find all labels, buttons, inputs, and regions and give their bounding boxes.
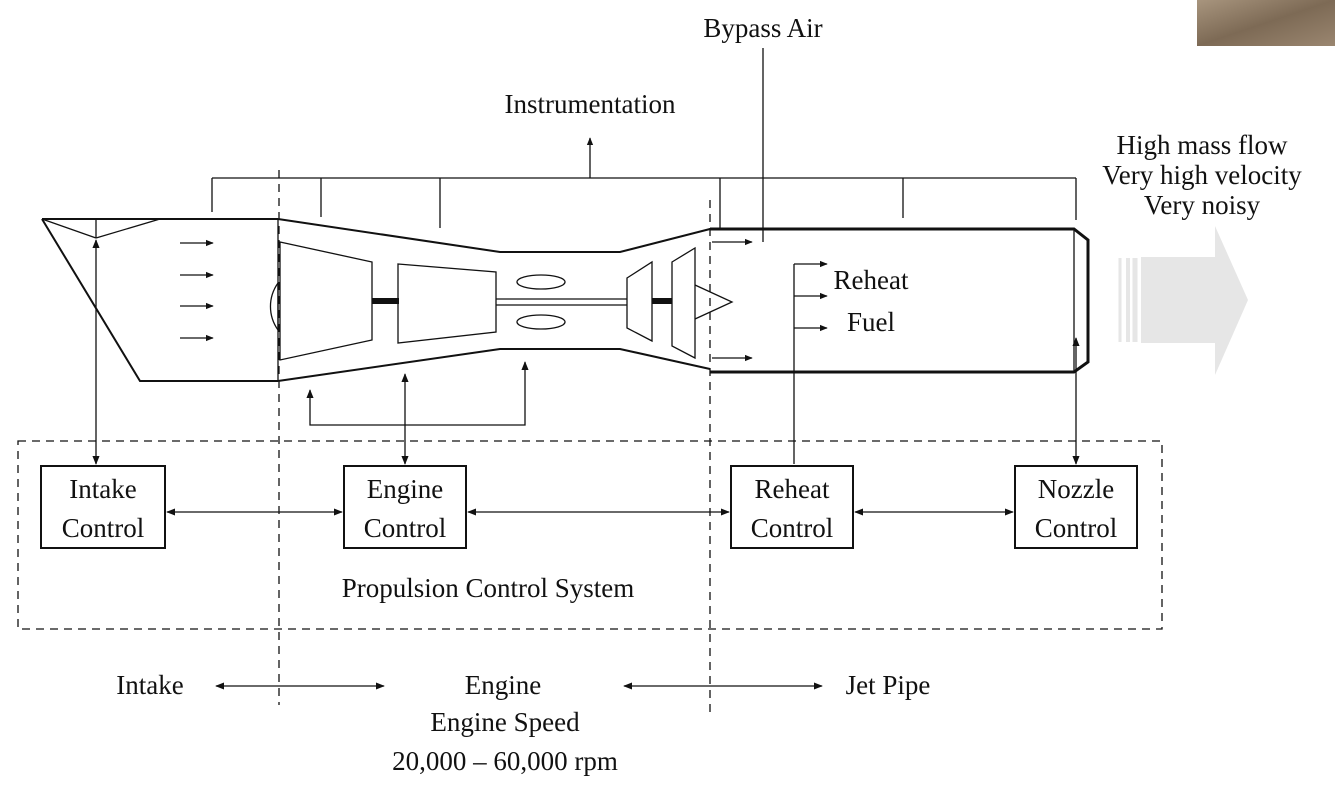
intake-duct-outline [42, 219, 278, 381]
instrumentation-bracket [212, 138, 1076, 230]
region-intake-label: Intake [116, 670, 183, 700]
nozzle-control-line1: Nozzle [1038, 474, 1114, 504]
intake-control-line2: Control [62, 513, 145, 543]
instrumentation-label: Instrumentation [505, 89, 676, 119]
engine-control-line2: Control [364, 513, 447, 543]
exhaust-note-line3: Very noisy [1144, 190, 1261, 220]
engine-control-line1: Engine [367, 474, 443, 504]
bypass-flow-arrows [712, 242, 752, 358]
nozzle-control-line2: Control [1035, 513, 1118, 543]
reheat-control-line1: Reheat [755, 474, 830, 504]
exhaust-flow-arrow [1120, 226, 1248, 375]
reheat-control-line2: Control [751, 513, 834, 543]
engine-core-outline [278, 219, 732, 381]
reheat-fuel-injectors [794, 264, 827, 460]
region-jet-pipe-label: Jet Pipe [846, 670, 931, 700]
engine-speed-label: Engine Speed [430, 707, 580, 737]
reheat-fuel-label-line1: Reheat [834, 265, 909, 295]
intake-flow-arrows [180, 243, 213, 338]
exhaust-note-line2: Very high velocity [1102, 160, 1302, 190]
engine-speed-range-label: 20,000 – 60,000 rpm [392, 746, 618, 776]
nozzle-control-box: Nozzle Control [1015, 466, 1137, 548]
reheat-fuel-label-line2: Fuel [847, 307, 895, 337]
region-engine-label: Engine [465, 670, 541, 700]
bypass-air-label: Bypass Air [703, 13, 822, 43]
intake-control-line1: Intake [69, 474, 136, 504]
photo-corner-image [1197, 0, 1335, 46]
control-to-engine-links [96, 240, 1076, 464]
exhaust-note-line1: High mass flow [1117, 130, 1288, 160]
reheat-control-box: Reheat Control [731, 466, 853, 548]
intake-control-box: Intake Control [41, 466, 165, 548]
propulsion-control-system-label: Propulsion Control System [342, 573, 635, 603]
engine-control-box: Engine Control [344, 466, 466, 548]
jet-pipe-outline [710, 229, 1088, 372]
